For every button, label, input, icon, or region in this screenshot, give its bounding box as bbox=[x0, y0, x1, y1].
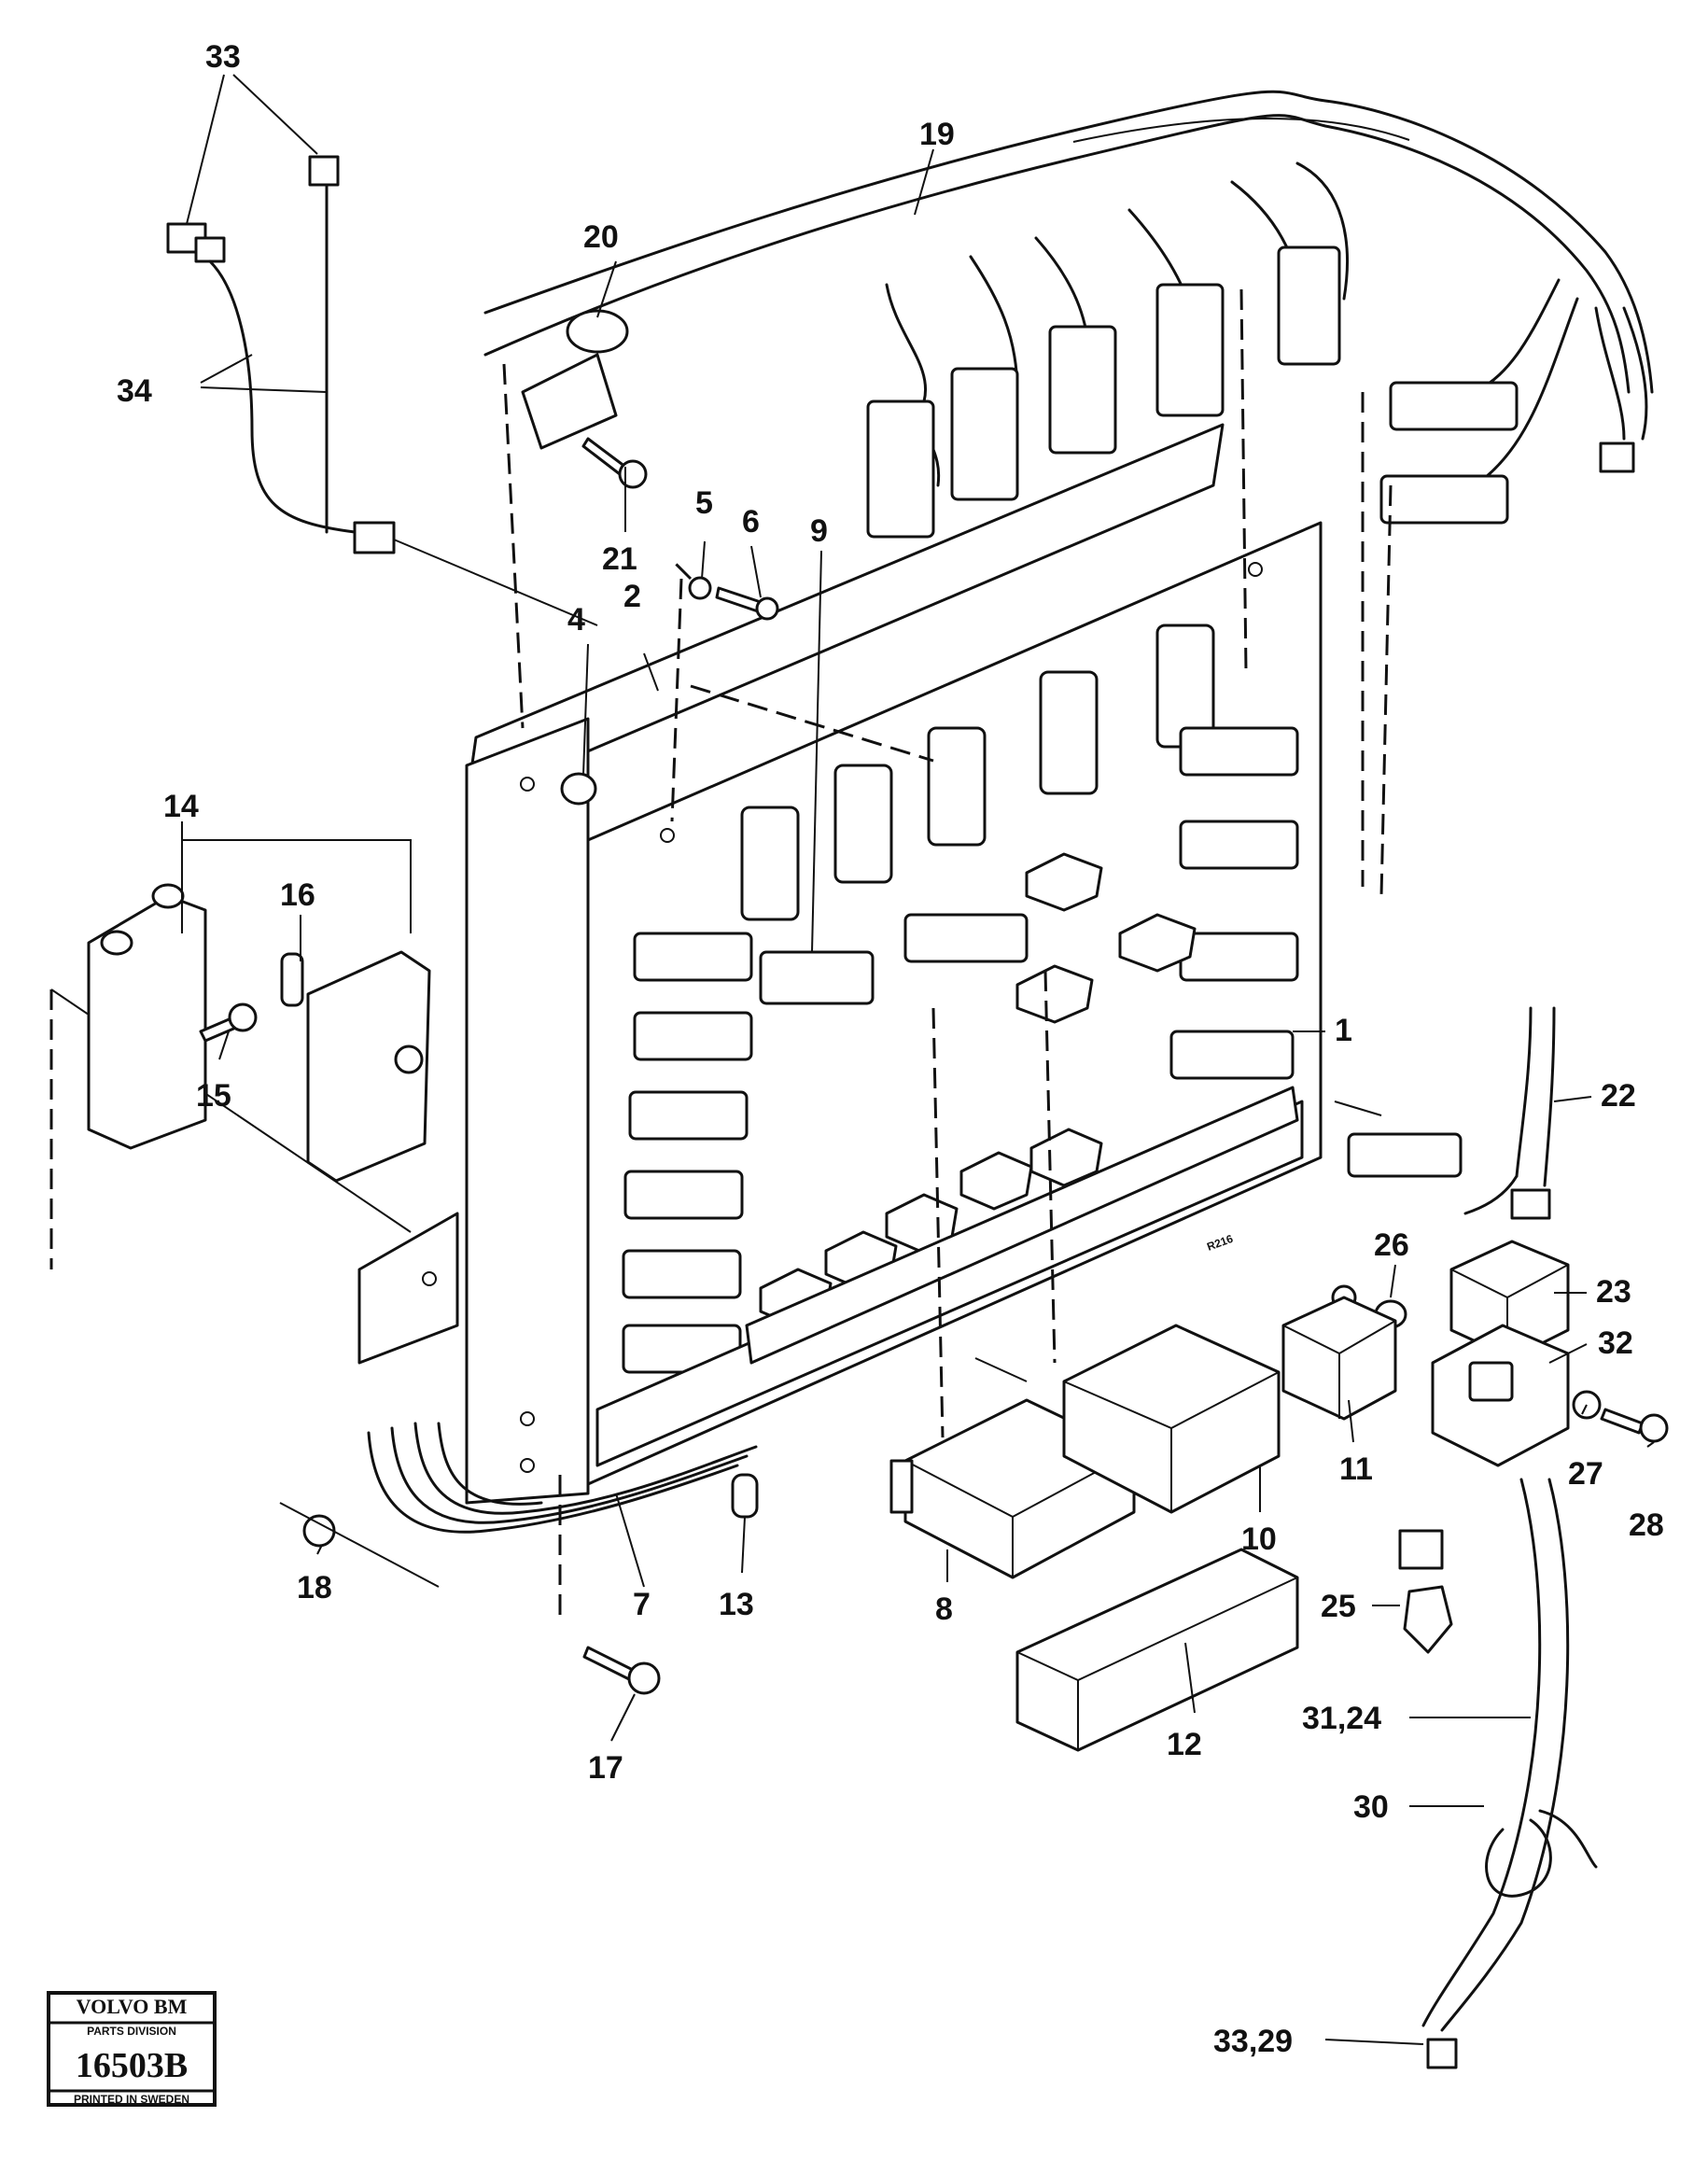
callout-1: 1 bbox=[1335, 1013, 1352, 1048]
callout-34: 34 bbox=[117, 373, 152, 409]
side-wires bbox=[166, 155, 598, 626]
badge-footer: PRINTED IN SWEDEN bbox=[74, 2093, 189, 2106]
right-harness bbox=[1421, 1006, 1598, 2069]
callout-15: 15 bbox=[196, 1078, 231, 1114]
leader-lines bbox=[181, 74, 1655, 2045]
callout-6: 6 bbox=[742, 504, 760, 540]
callout-8: 8 bbox=[935, 1591, 953, 1627]
volvo-bm-badge: VOLVO BM PARTS DIVISION 16503B PRINTED I… bbox=[47, 1991, 217, 2107]
callout-13: 13 bbox=[719, 1587, 754, 1622]
callout-5: 5 bbox=[695, 485, 713, 521]
callout-22: 22 bbox=[1601, 1078, 1636, 1114]
callout-12: 12 bbox=[1167, 1727, 1202, 1762]
callout-14: 14 bbox=[163, 789, 199, 824]
callout-7: 7 bbox=[633, 1587, 651, 1622]
harness-connectors bbox=[866, 245, 1635, 539]
callout-10: 10 bbox=[1241, 1521, 1277, 1557]
mounting-plate bbox=[465, 423, 1225, 1505]
wire-harness bbox=[483, 90, 1654, 487]
callout-32: 32 bbox=[1598, 1325, 1633, 1361]
side-bracket bbox=[50, 988, 459, 1365]
badge-brand: VOLVO BM bbox=[77, 1995, 188, 2018]
callout-16: 16 bbox=[280, 877, 315, 913]
callout-28: 28 bbox=[1629, 1507, 1664, 1543]
callout-33-29: 33,29 bbox=[1213, 2024, 1293, 2059]
callout-11: 11 bbox=[1339, 1451, 1373, 1487]
callout-4: 4 bbox=[567, 602, 585, 638]
relay-boxes bbox=[889, 1132, 1570, 1752]
callout-27: 27 bbox=[1568, 1456, 1603, 1492]
callout-20: 20 bbox=[583, 219, 619, 255]
badge-number: 16503B bbox=[76, 2046, 188, 2085]
callout-21: 21 bbox=[602, 541, 637, 577]
fuse-holder bbox=[87, 883, 431, 1183]
lower-wire-loom bbox=[279, 1422, 758, 1588]
callout-2: 2 bbox=[623, 579, 641, 614]
callout-26: 26 bbox=[1374, 1227, 1409, 1263]
badge-division: PARTS DIVISION bbox=[87, 2025, 176, 2038]
callout-23: 23 bbox=[1596, 1274, 1631, 1310]
callout-33: 33 bbox=[205, 39, 241, 75]
callout-31-24: 31,24 bbox=[1302, 1701, 1381, 1736]
board-sockets bbox=[622, 624, 1299, 1374]
callout-30: 30 bbox=[1353, 1789, 1389, 1825]
callout-18: 18 bbox=[297, 1570, 332, 1605]
assembly-lines bbox=[49, 288, 1393, 1624]
callout-17: 17 bbox=[588, 1750, 623, 1786]
fuse-strip bbox=[595, 1086, 1304, 1467]
callout-25: 25 bbox=[1321, 1589, 1356, 1624]
callout-19: 19 bbox=[919, 117, 955, 152]
callout-labels: 1 2 4 5 6 7 8 9 10 11 12 13 14 15 16 17 … bbox=[117, 39, 1664, 2059]
callout-9: 9 bbox=[810, 513, 828, 549]
board-marking: R216 bbox=[1205, 1232, 1235, 1254]
